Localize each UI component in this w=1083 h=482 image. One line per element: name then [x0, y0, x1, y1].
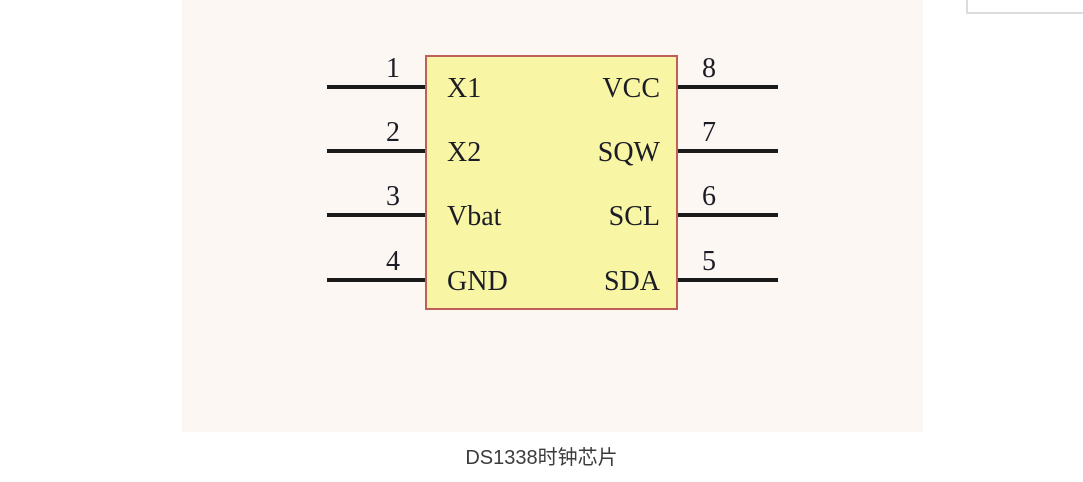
pin-wire-8: [678, 85, 778, 89]
adjacent-container-corner-vertical: [966, 0, 968, 13]
pin-wire-4: [327, 278, 425, 282]
chip-body: [425, 55, 678, 310]
pin-number-3: 3: [386, 181, 400, 212]
pin-number-7: 7: [702, 117, 716, 148]
diagram-caption: DS1338时钟芯片: [465, 447, 618, 469]
adjacent-container-corner-horizontal: [966, 12, 1083, 14]
pin-number-1: 1: [386, 53, 400, 84]
pin-label-sqw: SQW: [597, 137, 660, 168]
pin-wire-3: [327, 213, 425, 217]
pin-label-gnd: GND: [447, 266, 508, 297]
pin-wire-5: [678, 278, 778, 282]
pin-number-4: 4: [386, 246, 400, 277]
pin-label-vcc: VCC: [602, 73, 660, 104]
pin-number-5: 5: [702, 246, 716, 277]
pin-number-6: 6: [702, 181, 716, 212]
pin-label-x2: X2: [447, 137, 482, 168]
pin-label-x1: X1: [447, 73, 482, 104]
pin-label-sda: SDA: [603, 266, 660, 297]
pin-label-vbat: Vbat: [447, 201, 502, 232]
pin-wire-2: [327, 149, 425, 153]
pin-wire-6: [678, 213, 778, 217]
pin-wire-7: [678, 149, 778, 153]
pin-number-8: 8: [702, 53, 716, 84]
pin-label-scl: SCL: [608, 201, 660, 232]
pin-number-2: 2: [386, 117, 400, 148]
pin-wire-1: [327, 85, 425, 89]
